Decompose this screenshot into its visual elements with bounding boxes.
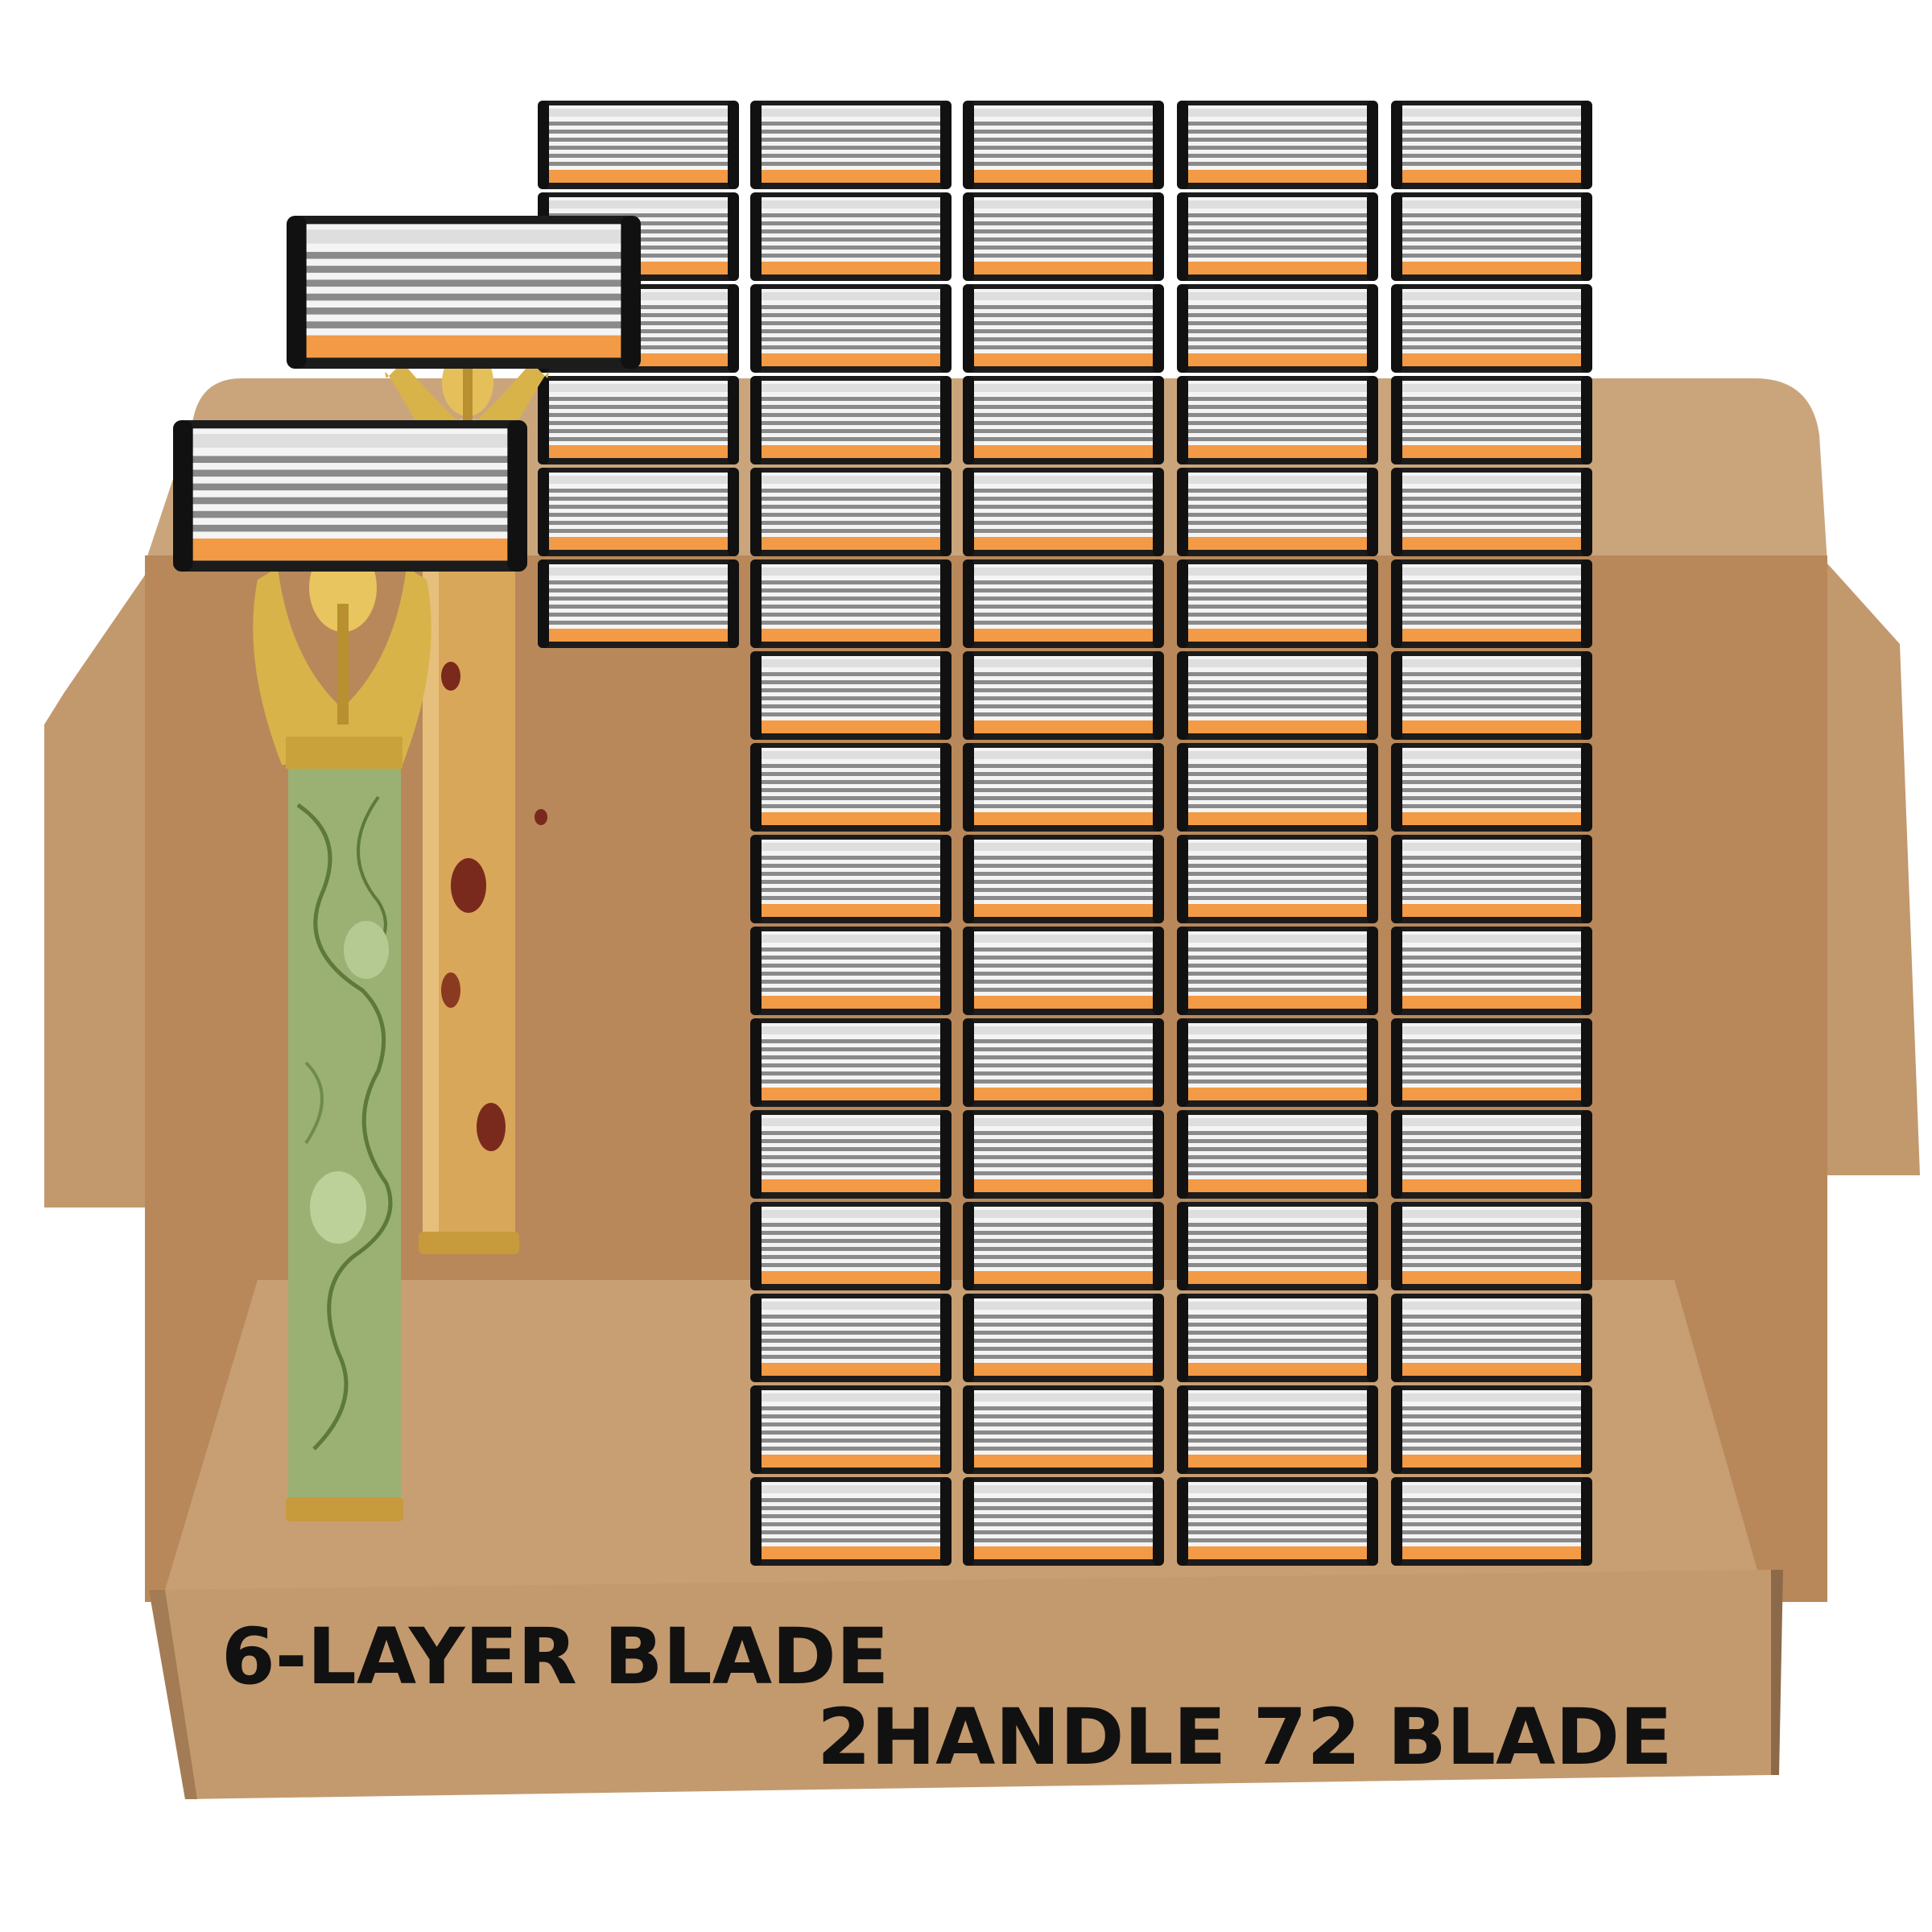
razor-cartridge-icon (750, 835, 952, 923)
razor-cartridge-icon (963, 1018, 1164, 1107)
razor-cartridge-icon (1177, 101, 1378, 189)
razor-cartridge-icon (963, 835, 1164, 923)
razor-cartridge-icon (963, 743, 1164, 832)
razor-cartridge-icon (750, 1477, 952, 1566)
razor-cartridge-icon (963, 101, 1164, 189)
razor-cartridge-icon (1391, 1385, 1592, 1474)
razor-cartridge-icon (750, 1294, 952, 1382)
razor-cartridge-icon (538, 101, 739, 189)
box-label-line-1: 6-LAYER BLADE (221, 1612, 890, 1702)
razor-cartridge-icon (1391, 835, 1592, 923)
razor-cartridge-icon (750, 1018, 952, 1107)
razor-cartridge-icon (750, 1110, 952, 1199)
razor-cartridge-icon (1177, 559, 1378, 648)
razor-cartridge-icon (963, 376, 1164, 464)
razor-cartridge-icon (1391, 927, 1592, 1015)
razor-cartridge-icon (1177, 376, 1378, 464)
razor-cartridge-icon (1177, 284, 1378, 373)
razor-cartridge-icon (963, 651, 1164, 740)
razor-head-icon (287, 216, 641, 369)
razor-cartridge-icon (1391, 284, 1592, 373)
razor-cartridge-icon (1177, 927, 1378, 1015)
razor-cartridge-icon (1177, 1385, 1378, 1474)
razor-cartridge-icon (1177, 743, 1378, 832)
box-label-line-2: 2HANDLE 72 BLADE (817, 1692, 1673, 1782)
razor-cartridge-icon (750, 559, 952, 648)
razor-cartridge-icon (750, 468, 952, 556)
razor-cartridge-icon (538, 468, 739, 556)
razor-cartridge-icon (1391, 1294, 1592, 1382)
razor-cartridge-icon (750, 651, 952, 740)
razor-cartridge-icon (1391, 559, 1592, 648)
razor-cartridge-icon (963, 192, 1164, 281)
razor-cartridge-icon (1177, 1110, 1378, 1199)
razor-cartridge-icon (1177, 1018, 1378, 1107)
razor-cartridge-icon (750, 743, 952, 832)
razor-cartridge-icon (1391, 192, 1592, 281)
razor-cartridge-icon (1391, 743, 1592, 832)
razor-cartridge-icon (963, 1385, 1164, 1474)
razor-cartridge-icon (1391, 468, 1592, 556)
razor-cartridge-icon (963, 284, 1164, 373)
razor-cartridge-icon (750, 284, 952, 373)
razor-cartridge-icon (1177, 835, 1378, 923)
razor-cartridge-icon (1391, 1018, 1592, 1107)
razor-cartridge-icon (750, 1385, 952, 1474)
razor-cartridge-icon (538, 559, 739, 648)
razor-cartridge-icon (1391, 376, 1592, 464)
razor-cartridge-icon (750, 376, 952, 464)
razor-cartridge-icon (750, 192, 952, 281)
razor-cartridge-icon (1177, 468, 1378, 556)
razor-cartridge-icon (750, 101, 952, 189)
box-front-panel (149, 1570, 1775, 1799)
razor-cartridge-icon (963, 1202, 1164, 1290)
razor-cartridge-icon (1177, 1294, 1378, 1382)
razor-cartridge-icon (963, 1294, 1164, 1382)
razor-cartridge-icon (1177, 192, 1378, 281)
box-front-shadow (1771, 1570, 1783, 1775)
razor-cartridge-icon (1391, 1110, 1592, 1199)
razor-cartridge-icon (538, 376, 739, 464)
razor-cartridge-icon (750, 1202, 952, 1290)
razor-cartridge-icon (1391, 101, 1592, 189)
razor-cartridge-icon (1177, 1477, 1378, 1566)
razor-cartridge-icon (1391, 1477, 1592, 1566)
razor-cartridge-icon (963, 559, 1164, 648)
razor-cartridge-icon (1177, 651, 1378, 740)
box-front-edge-left (149, 1590, 197, 1799)
razor-cartridge-icon (1391, 1202, 1592, 1290)
razor-head-icon (173, 420, 527, 572)
razor-cartridge-icon (750, 927, 952, 1015)
razor-cartridge-icon (963, 468, 1164, 556)
razor-cartridge-icon (963, 1110, 1164, 1199)
razor-cartridge-icon (1391, 651, 1592, 740)
razor-cartridge-icon (963, 1477, 1164, 1566)
razor-cartridge-icon (963, 927, 1164, 1015)
razor-cartridge-icon (1177, 1202, 1378, 1290)
